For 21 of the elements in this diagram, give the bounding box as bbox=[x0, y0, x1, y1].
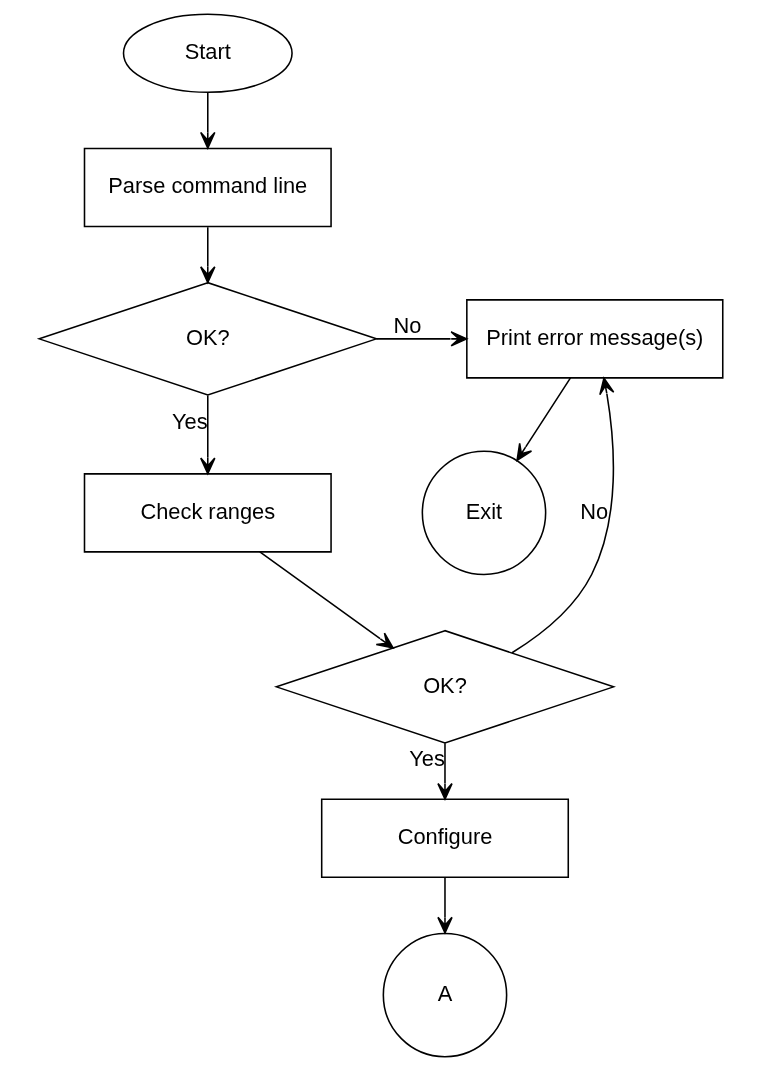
arrow bbox=[437, 876, 453, 934]
arrow bbox=[437, 742, 453, 800]
node-box: Check ranges bbox=[83, 473, 332, 553]
arrow bbox=[200, 394, 216, 475]
node-circle: Exit bbox=[421, 450, 547, 576]
arrow bbox=[516, 377, 572, 462]
arrow bbox=[375, 331, 468, 347]
edge-label: No bbox=[580, 499, 609, 525]
node-ellipse: Start bbox=[122, 13, 293, 94]
node-box: Print error message(s) bbox=[466, 299, 724, 379]
arrow bbox=[200, 92, 216, 149]
edge-label: Yes bbox=[409, 745, 445, 771]
arrow bbox=[511, 377, 615, 654]
node-box: Parse command line bbox=[83, 147, 332, 228]
arrow bbox=[200, 226, 216, 284]
node-box: Configure bbox=[320, 798, 570, 879]
node-circle: A bbox=[382, 932, 508, 1058]
edge-label: No bbox=[393, 312, 422, 338]
arrow bbox=[259, 551, 394, 649]
edge-label: Yes bbox=[172, 408, 208, 434]
node-diamond: OK? bbox=[36, 281, 379, 396]
